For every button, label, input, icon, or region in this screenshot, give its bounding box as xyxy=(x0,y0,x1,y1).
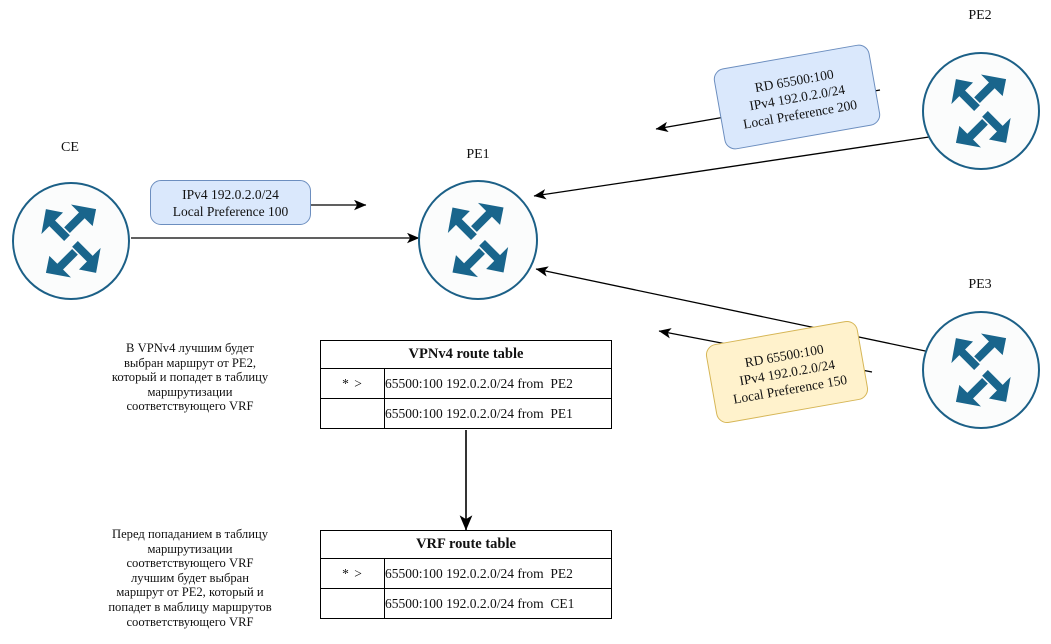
route-flag: * > xyxy=(320,368,385,399)
table-row: * > 65500:100 192.0.2.0/24 from PE2 xyxy=(320,368,612,399)
router-pe1[interactable] xyxy=(418,180,538,300)
route-entry: 65500:100 192.0.2.0/24 from PE2 xyxy=(384,368,612,399)
callout-ce-advertisement: IPv4 192.0.2.0/24 Local Preference 100 xyxy=(150,180,311,225)
vrf-route-table: VRF route table * > 65500:100 192.0.2.0/… xyxy=(320,530,612,619)
router-pe3[interactable] xyxy=(922,311,1040,429)
vrf-table-title: VRF route table xyxy=(320,530,612,559)
note-vrf-selection: Перед попаданием в таблицу маршрутизации… xyxy=(108,527,272,629)
router-pe2[interactable] xyxy=(922,52,1040,170)
router-icon xyxy=(951,74,1011,148)
table-row: * > 65500:100 192.0.2.0/24 from PE2 xyxy=(320,558,612,589)
vpnv4-route-table: VPNv4 route table * > 65500:100 192.0.2.… xyxy=(320,340,612,429)
router-ce[interactable] xyxy=(12,182,130,300)
router-icon xyxy=(41,204,101,278)
route-flag: * > xyxy=(320,558,385,589)
router-icon xyxy=(951,333,1011,407)
table-header-row: VPNv4 route table xyxy=(320,340,612,369)
callout-pe2-advertisement: RD 65500:100 IPv4 192.0.2.0/24 Local Pre… xyxy=(712,42,882,152)
note-vpnv4-selection: В VPNv4 лучшим будет выбран маршрут от P… xyxy=(111,341,269,414)
node-label-pe1: PE1 xyxy=(466,147,490,162)
table-header-row: VRF route table xyxy=(320,530,612,559)
table-row: 65500:100 192.0.2.0/24 from PE1 xyxy=(320,398,612,429)
route-entry: 65500:100 192.0.2.0/24 from PE2 xyxy=(384,558,612,589)
node-label-pe2: PE2 xyxy=(968,8,992,23)
route-flag xyxy=(320,588,385,619)
table-row: 65500:100 192.0.2.0/24 from CE1 xyxy=(320,588,612,619)
router-icon xyxy=(447,202,509,278)
node-label-pe3: PE3 xyxy=(968,277,992,292)
route-flag xyxy=(320,398,385,429)
callout-pe3-advertisement: RD 65500:100 IPv4 192.0.2.0/24 Local Pre… xyxy=(704,319,870,425)
node-label-ce: CE xyxy=(61,140,79,155)
route-entry: 65500:100 192.0.2.0/24 from CE1 xyxy=(384,588,612,619)
vpnv4-table-title: VPNv4 route table xyxy=(320,340,612,369)
route-entry: 65500:100 192.0.2.0/24 from PE1 xyxy=(384,398,612,429)
